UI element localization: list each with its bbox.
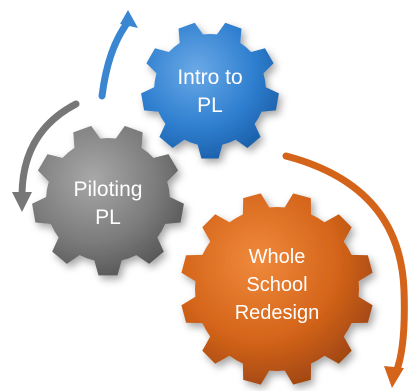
gear-intro-line-1: Intro to <box>177 66 242 89</box>
gear-piloting-pl: Piloting PL <box>32 125 184 276</box>
gray-gear-icon <box>32 125 184 276</box>
gray-curved-arrow <box>12 100 80 212</box>
orange-gear-icon <box>181 193 373 385</box>
gear-piloting-line-2: PL <box>95 206 121 229</box>
gear-intro-line-2: PL <box>197 94 223 117</box>
gear-whole-school-line-3: Redesign <box>235 302 320 324</box>
blue-gear-icon <box>141 22 279 159</box>
blue-curved-arrow <box>98 10 138 100</box>
gear-piloting-line-1: Piloting <box>74 178 143 201</box>
gear-intro-to-pl: Intro to PL <box>141 22 279 159</box>
gear-whole-school-line-1: Whole <box>249 246 306 268</box>
gear-whole-school-line-2: School <box>246 274 307 296</box>
orange-curved-arrow <box>282 152 408 388</box>
gear-whole-school-redesign: Whole School Redesign <box>181 193 373 385</box>
